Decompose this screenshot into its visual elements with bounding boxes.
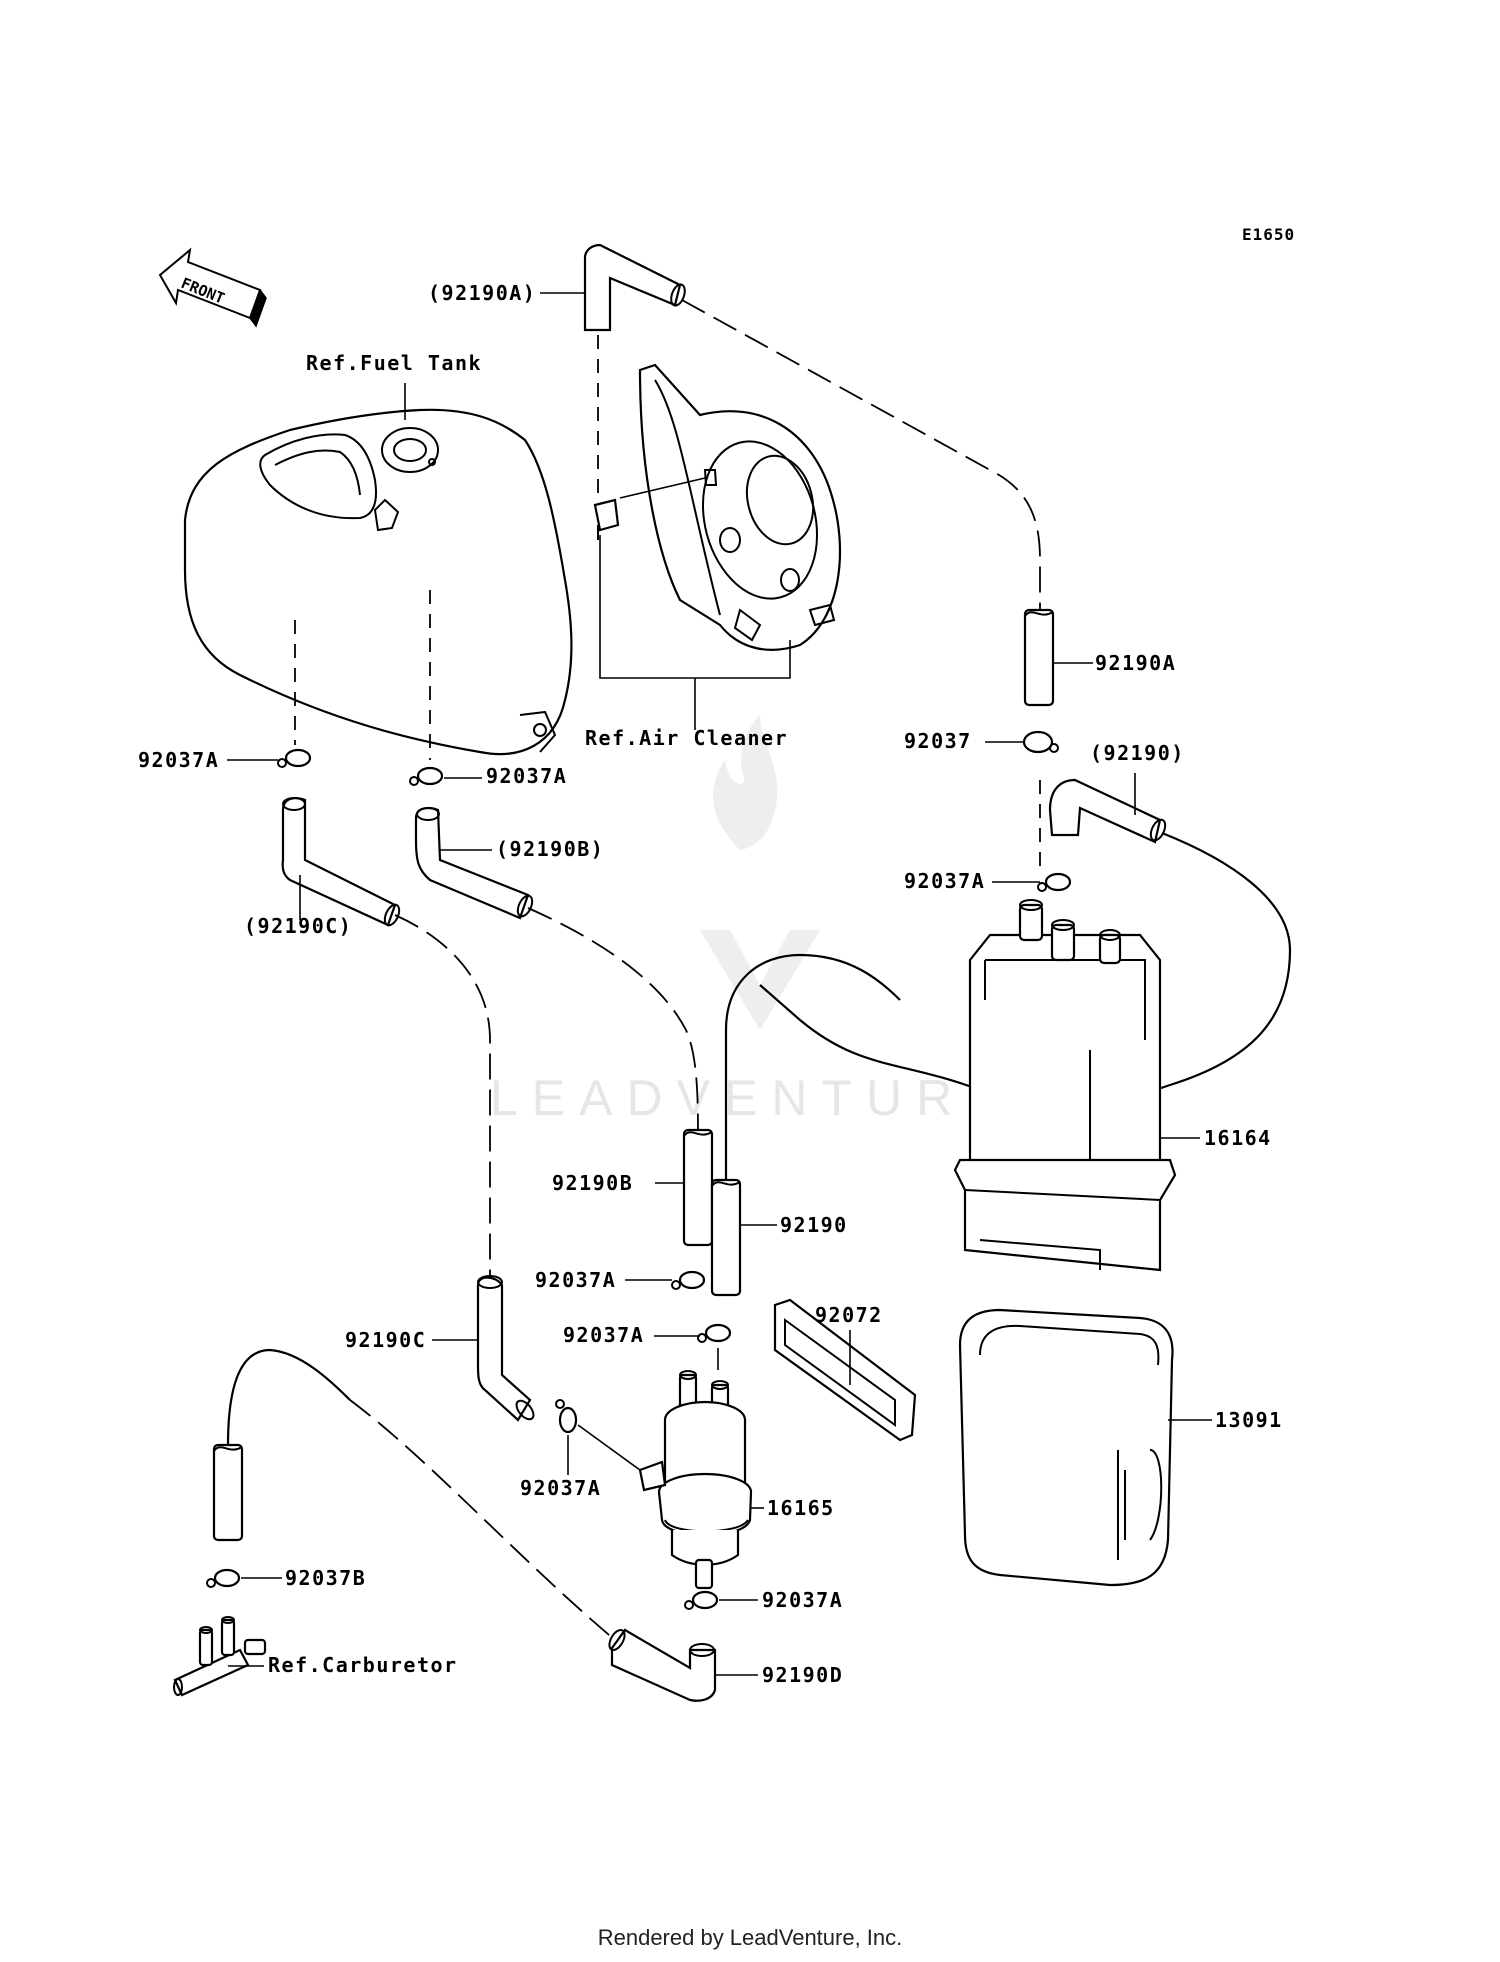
front-arrow-icon: FRONT [158,247,267,328]
tube-92190 [710,1178,742,1297]
hose-92190c-upper [281,797,401,927]
label-92190a-ref: (92190A) [428,281,536,305]
fuel-tank [183,408,573,756]
clamp-92037b [206,1568,241,1588]
label-92190c-ref: (92190C) [244,914,352,938]
label-ref-fuel-tank: Ref.Fuel Tank [306,351,482,375]
label-13091: 13091 [1215,1408,1283,1432]
tube-carburetor-side [212,1443,244,1542]
label-92037a-filter-bottom: 92037A [762,1588,843,1612]
label-92037a-mid: 92037A [535,1268,616,1292]
hose-92190d [608,1628,717,1702]
hose-92190b-upper [414,807,534,920]
clamp-92037a-mid [671,1270,706,1290]
leadventure-watermark: LEADVENTURE [490,715,1014,1126]
hose-92190-upper [1048,778,1167,844]
label-92190d: 92190D [762,1663,843,1687]
label-ref-carburetor: Ref.Carburetor [268,1653,458,1677]
clamp-92037a-tank-right [409,766,444,786]
clamp-92037a-canister [1037,872,1072,892]
label-92037a-filter-top: 92037A [563,1323,644,1347]
label-92190: 92190 [780,1213,848,1237]
watermark-text: LEADVENTURE [490,1070,1014,1126]
label-92037a-filter-side: 92037A [520,1476,601,1500]
label-92190b-ref: (92190B) [496,837,604,861]
label-92037a-canister: 92037A [904,869,985,893]
hose-92190c-lower [476,1275,535,1422]
hose-92190a-upper [583,243,686,332]
clamp-92037a-filter-side [555,1399,578,1434]
canister-16164 [953,899,1177,1272]
label-92190b: 92190B [552,1171,633,1195]
label-92190-ref: (92190) [1090,741,1185,765]
canister-case-13091 [958,1308,1174,1587]
carburetor-fitting [173,1616,267,1697]
clamp-92037 [1022,730,1059,754]
label-92037: 92037 [904,729,972,753]
label-92190a: 92190A [1095,651,1176,675]
label-92037a-tank-right: 92037A [486,764,567,788]
clamp-92037a-tank-left [277,748,312,768]
diagram-code: E1650 [1242,225,1295,244]
air-cleaner [593,363,842,651]
tube-92190b [682,1128,714,1247]
label-92072: 92072 [815,1303,883,1327]
label-92037b: 92037B [285,1566,366,1590]
label-16165: 16165 [767,1496,835,1520]
tube-92190a [1023,608,1055,707]
footer-credit: Rendered by LeadVenture, Inc. [597,1925,903,1950]
label-92037a-tank-left: 92037A [138,748,219,772]
fuel-filter-16165 [638,1370,753,1590]
label-16164: 16164 [1204,1126,1272,1150]
label-ref-air-cleaner: Ref.Air Cleaner [585,726,788,750]
band-92072 [773,1298,917,1442]
label-92190c: 92190C [345,1328,426,1352]
clamp-92037a-filter-top [697,1323,732,1343]
clamp-92037a-filter-bottom [684,1590,719,1610]
